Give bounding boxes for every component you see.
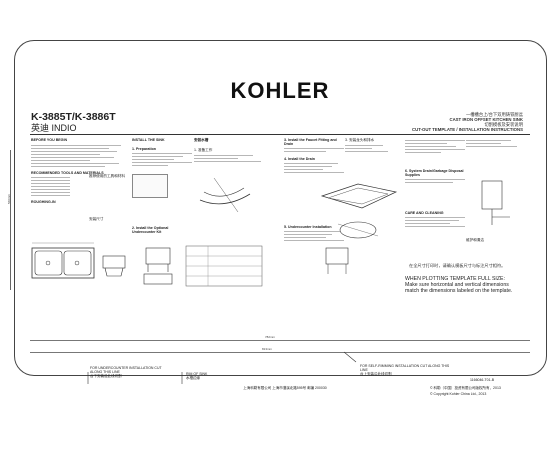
heading-care-cn: 维护和清洁 xyxy=(466,238,484,242)
column-install-sink-cn: 安装水槽 1. 准备工作 xyxy=(194,138,268,223)
height-dimension-line xyxy=(10,150,11,290)
column-install-sink: INSTALL THE SINK 1. Preparation 2. Insta… xyxy=(132,138,192,294)
copyright-en: © Copyright Kohler China Ltd., 2013 xyxy=(430,392,487,396)
faucet-drain-figures xyxy=(320,183,398,274)
heading-preparation-cn: 1. 准备工作 xyxy=(194,148,213,152)
heading-tools-cn: 推荐使用的工具和材料 xyxy=(89,174,125,178)
heading-faucet-drain-cn: 3. 安装龙头和排水 xyxy=(345,138,375,142)
text-column4-cn xyxy=(466,140,530,147)
garbage-disposal-figure xyxy=(481,180,510,225)
text-undercounter xyxy=(284,231,344,241)
text-drain xyxy=(284,163,344,173)
self-rimming-cut-text: FOR SELF-RIMMING INSTALLATION CUT ALONG … xyxy=(360,364,450,373)
self-rimming-cut-text-cn: 台上安装沿此线切割 xyxy=(360,372,392,377)
heading-roughing-in-cn: 安装尺寸 xyxy=(89,217,104,221)
undercounter-cut-text: FOR UNDERCOUNTER INSTALLATION CUT ALONG … xyxy=(90,366,162,375)
text-preparation-cn xyxy=(194,155,268,162)
column-system: 6. System Drain/Garbage Disposal Supplie… xyxy=(405,138,465,294)
self-rimming-cut-line-label: FOR SELF-RIMMING INSTALLATION CUT ALONG … xyxy=(360,364,452,377)
width-dimension-line-outer xyxy=(30,340,530,341)
subtitle-cn: 切割模板及安装说明 xyxy=(484,122,523,127)
rim-text: RIM OF SINK xyxy=(186,372,208,376)
title-en: CAST IRON OFFSET KITCHEN SINK xyxy=(449,117,523,122)
template-sheet-border xyxy=(14,40,547,376)
tools-list xyxy=(31,177,71,196)
model-name: 英迪 INDIO xyxy=(31,123,77,133)
column-system-cn: 维护和清洁 xyxy=(466,138,530,243)
width-dimension-line-inner xyxy=(30,352,530,353)
countertop-figure xyxy=(132,174,168,198)
plotting-note-line2: Make sure horizontal and vertical dimens… xyxy=(405,282,509,288)
heading-preparation: 1. Preparation xyxy=(132,147,156,151)
doc-number: 1166046-T01-B xyxy=(470,378,495,382)
text-block-before xyxy=(31,145,129,167)
header-rule xyxy=(30,134,530,135)
plotting-note-line3: match the dimensions labeled on the temp… xyxy=(405,288,513,294)
rim-label: RIM OF SINK 水槽边缘 xyxy=(186,372,226,380)
sink-placement-figure xyxy=(199,177,251,213)
heading-install-sink-cn: 安装水槽 xyxy=(194,138,209,142)
heading-tools-en: RECOMMENDED TOOLS AND MATERIALS xyxy=(31,171,104,175)
heading-before-you-begin: BEFORE YOU BEGIN xyxy=(31,138,68,142)
heading-optional-kit: 2. Install the Optional Undercounter Kit xyxy=(132,226,169,234)
rim-text-cn: 水槽边缘 xyxy=(186,376,200,381)
heading-install-drain: 4. Install the Drain xyxy=(284,157,315,161)
width-inner-label: 813mm xyxy=(262,347,273,351)
brand-logo: KOHLER xyxy=(230,78,330,103)
copyright-cn: © 科勒（中国）投资有限公司版权所有，2013 xyxy=(430,386,501,390)
subtitle-en: CUT-OUT TEMPLATE / INSTALLATION INSTRUCT… xyxy=(412,127,523,132)
text-system xyxy=(405,179,465,183)
undercounter-cut-text-cn: 台下安装沿此线切割 xyxy=(90,374,122,379)
model-name-en: INDIO xyxy=(51,123,77,133)
undercounter-kit-figure xyxy=(143,245,263,287)
title-cn: 一槽槽台上/台下双用铸铁厨盆 xyxy=(465,112,523,117)
address: 上海科勒有限公司 上海市漕溪北路595号 邮编 200030 xyxy=(243,386,327,390)
plotting-note-cn: 在全尺寸打印时，请确认模板尺寸与标注尺寸相符。 xyxy=(409,263,506,268)
plotting-note-en: WHEN PLOTTING TEMPLATE FULL SIZE: Make s… xyxy=(405,276,512,294)
column-before-you-begin: BEFORE YOU BEGIN RECOMMENDED TOOLS AND M… xyxy=(31,138,129,294)
plotting-note-line1: WHEN PLOTTING TEMPLATE FULL SIZE: xyxy=(405,276,505,282)
heading-roughing-in: ROUGHING-IN xyxy=(31,200,56,204)
model-name-cn: 英迪 xyxy=(31,123,50,133)
sink-roughing-diagram xyxy=(31,242,126,279)
text-faucet xyxy=(284,148,344,152)
heading-system-drain: 6. System Drain/Garbage Disposal Supplie… xyxy=(405,169,464,177)
text-faucet-cn xyxy=(345,145,399,152)
heading-install-sink: INSTALL THE SINK xyxy=(132,138,165,142)
heading-care: CARE AND CLEANING xyxy=(405,211,444,215)
heading-undercounter: 5. Undercounter Installation xyxy=(284,225,332,229)
width-outer-label: 782mm xyxy=(265,335,276,339)
heading-tools: RECOMMENDED TOOLS AND MATERIALS xyxy=(31,171,129,175)
text-preparation xyxy=(132,153,192,166)
column-faucet-drain: 3. Install the Faucet Fitting and Drain … xyxy=(284,138,344,294)
heading-faucet-drain: 3. Install the Faucet Fitting and Drain xyxy=(284,138,337,146)
undercounter-cut-line-label: FOR UNDERCOUNTER INSTALLATION CUT ALONG … xyxy=(90,366,170,379)
text-care xyxy=(405,217,465,227)
column-faucet-drain-cn: 3. 安装龙头和排水 xyxy=(345,138,399,154)
text-column4-top xyxy=(405,140,465,153)
model-numbers: K-3885T/K-3886T xyxy=(31,111,116,123)
